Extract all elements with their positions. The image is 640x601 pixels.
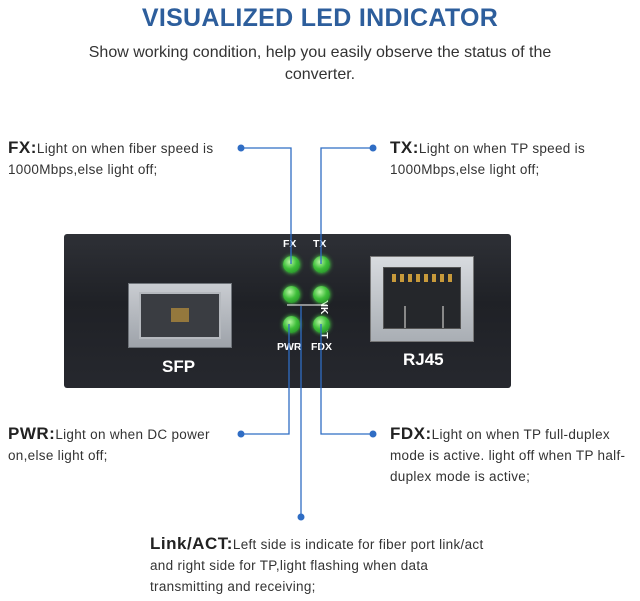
tx-leader-dot — [369, 144, 377, 152]
pwr-description: PWR:Light on when DC power on,else light… — [8, 423, 248, 466]
link-act-tp-led — [313, 286, 330, 303]
led-label-pwr: PWR — [277, 341, 302, 353]
tx-led — [313, 256, 330, 273]
led-label-tx: TX — [313, 238, 327, 250]
sfp-label: SFP — [162, 357, 196, 376]
led-label-fx: FX — [283, 238, 297, 250]
link-act-fiber-led — [283, 286, 300, 303]
fx-text: Light on when fiber speed is 1000Mbps,el… — [8, 141, 214, 177]
fdx-text: Light on when TP full-duplex mode is act… — [390, 427, 626, 484]
led-label-fdx: FDX — [311, 341, 332, 353]
link-act-text: Left side is indicate for fiber port lin… — [150, 537, 484, 594]
tx-key: TX: — [390, 138, 419, 157]
rj45-port — [370, 256, 474, 342]
page-subtitle: Show working condition, help you easily … — [88, 44, 552, 83]
rj45-label: RJ45 — [403, 350, 444, 369]
fdx-description: FDX:Light on when TP full-duplex mode is… — [390, 423, 635, 487]
pwr-key: PWR: — [8, 424, 56, 443]
fx-led — [283, 256, 300, 273]
fdx-leader-dot — [369, 430, 377, 438]
tx-description: TX:Light on when TP speed is 1000Mbps,el… — [390, 137, 635, 180]
link-act-key: Link/ACT: — [150, 534, 233, 553]
fx-description: FX:Light on when fiber speed is 1000Mbps… — [8, 137, 243, 180]
fdx-key: FDX: — [390, 424, 432, 443]
rj45-socket — [383, 267, 461, 329]
pwr-text: Light on when DC power on,else light off… — [8, 427, 210, 463]
pwr-led — [283, 316, 300, 333]
link-act-leader-dot — [297, 513, 305, 521]
sfp-port — [128, 283, 232, 348]
tx-text: Light on when TP speed is 1000Mbps,else … — [390, 141, 586, 177]
link-act-description: Link/ACT:Left side is indicate for fiber… — [150, 533, 490, 597]
fx-key: FX: — [8, 138, 37, 157]
sfp-slot — [139, 292, 221, 339]
rj45-pins — [392, 274, 452, 282]
page-title: VISUALIZED LED INDICATOR — [141, 4, 499, 32]
fdx-led — [313, 316, 330, 333]
